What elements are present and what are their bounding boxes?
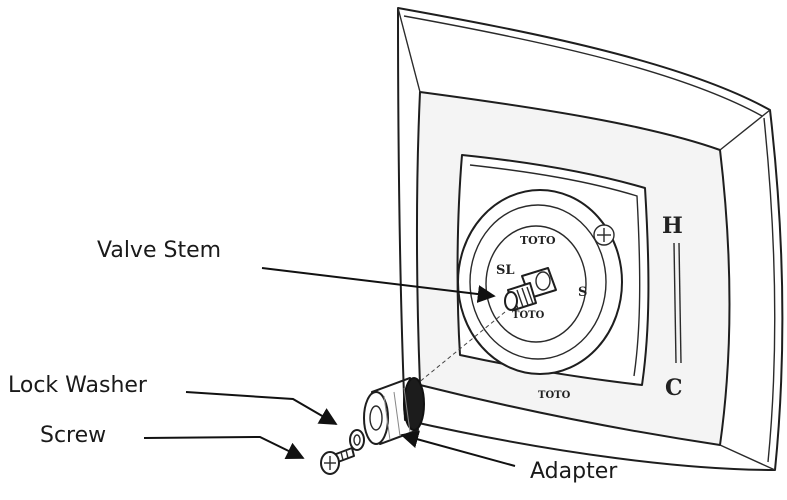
- dial-mark-left: SL: [496, 263, 515, 278]
- arrow-lock-washer: [185, 391, 338, 425]
- temperature-indicator: H C: [662, 213, 683, 401]
- screw: [320, 447, 355, 475]
- valve-stem: [504, 282, 537, 311]
- arrow-valve-stem: [261, 267, 496, 303]
- label-screw: Screw: [40, 423, 106, 448]
- label-adapter: Adapter: [530, 459, 618, 484]
- plate-brand: TOTO: [538, 390, 571, 401]
- hot-mark: H: [662, 213, 683, 239]
- label-lock-washer: Lock Washer: [8, 373, 148, 398]
- lock-washer: [349, 429, 365, 451]
- label-valve-stem: Valve Stem: [97, 238, 221, 263]
- dial-mark-bottom: TOTO: [512, 310, 545, 321]
- adapter: [363, 377, 425, 445]
- callout-arrows: [143, 267, 516, 467]
- arrow-adapter: [400, 430, 516, 467]
- cold-mark: C: [665, 375, 683, 401]
- arrow-screw: [143, 435, 305, 459]
- dial-brand-top: TOTO: [520, 234, 556, 247]
- dial-mark-right: S: [578, 285, 587, 300]
- valve-body: TOTO SL S TOTO TOTO: [457, 189, 623, 401]
